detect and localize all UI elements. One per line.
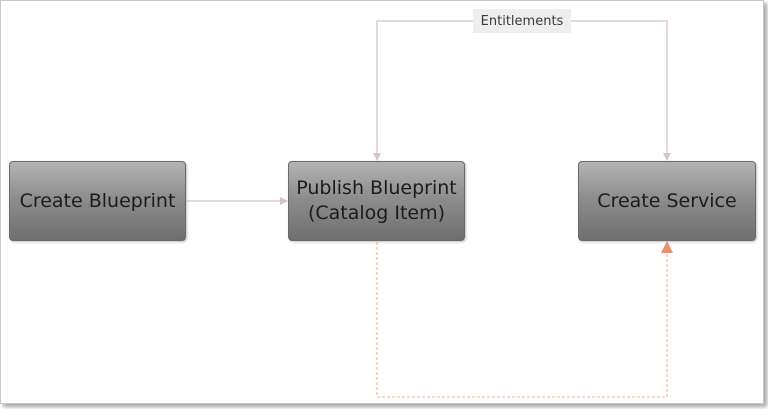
entitlements-label: Entitlements [473,9,571,33]
create-service-label: Create Service [597,189,737,212]
create-service-node: Create Service [578,161,756,241]
publish-blueprint-label-line1: Publish Blueprint [296,177,457,199]
entitlements-label-text: Entitlements [480,13,564,29]
publish-blueprint-node: Publish Blueprint (Catalog Item) [288,161,465,241]
dashed-publish-to-service [376,241,673,398]
create-blueprint-node: Create Blueprint [9,161,186,241]
create-blueprint-label: Create Blueprint [19,189,176,212]
entitlements-left-connector [373,20,473,161]
entitlements-right-connector [571,20,671,161]
publish-blueprint-label-line2: (Catalog Item) [307,202,446,224]
